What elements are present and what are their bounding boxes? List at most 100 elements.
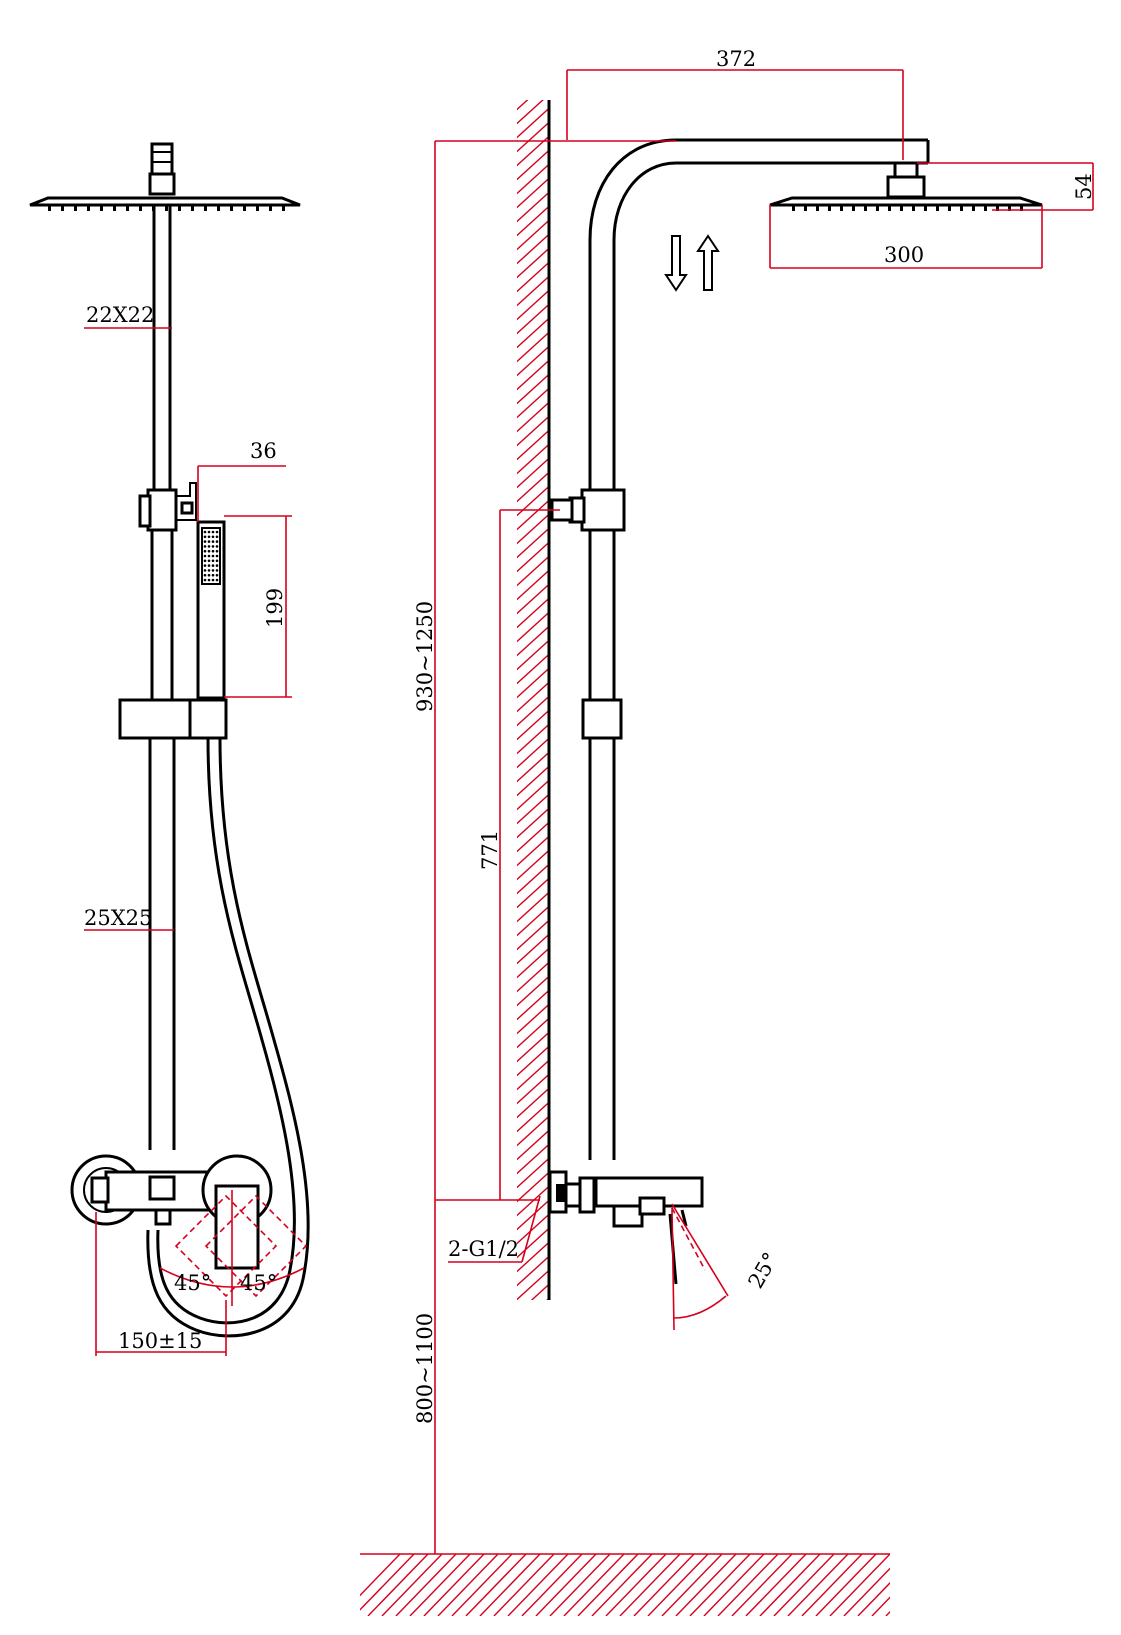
spray-dot [215,564,219,567]
floor-hatch-line [360,1554,415,1611]
spray-dot [203,535,207,539]
nozzle [1020,205,1023,211]
wall-hatch-line [512,1306,556,1346]
floor-hatch-line [605,1554,667,1616]
front-slider [118,698,228,740]
wall-hatch-line [512,1320,556,1360]
front-hand-shower [196,520,226,700]
spray-dot [207,540,211,543]
floor-hatch-line [787,1554,849,1616]
up-down-arrows-icon [664,234,720,292]
floor-hatch-line [843,1567,890,1616]
floor-hatch-line [367,1554,429,1616]
spray-dot [207,559,211,563]
floor-hatch-line [633,1554,695,1616]
nozzle [936,205,939,211]
nozzle [100,205,103,211]
spray-dot [215,535,219,539]
side-riser-pipe [588,138,930,1160]
spray-dot [211,554,215,558]
mount-height-label: 800~1100 [413,1313,437,1424]
nozzle [204,205,207,211]
floor-hatch-line [493,1554,555,1616]
arm-reach-label: 372 [716,47,756,71]
floor-hatch-line [507,1554,569,1616]
nozzle [256,205,259,211]
spray-dot [207,564,211,567]
nozzle [191,205,194,211]
head-diameter-label: 300 [884,243,924,267]
floor-hatch-line [675,1554,737,1616]
side-dimensions [434,69,1094,1554]
spray-dot [203,545,207,548]
floor-hatch-line [395,1554,457,1616]
nozzle [230,205,233,211]
spray-dot [211,535,215,539]
floor-hatch-line [801,1554,863,1616]
floor-hatch-line [900,1554,960,1616]
lever-angle-label: 25° [744,1248,783,1292]
front-hose [146,737,310,1338]
nozzle [113,205,116,211]
side-lever-rotation [671,1203,729,1331]
floor-hatch-line [661,1554,723,1616]
floor-hatch-line [409,1554,471,1616]
spray-dot [203,530,207,534]
spray-dot [215,569,219,572]
spray-dot [207,535,211,539]
floor-hatch-line [647,1554,709,1616]
nozzle [126,205,129,211]
nozzle [139,205,142,211]
floor-hatch-line [857,1581,890,1616]
spray-dot [207,530,211,534]
floor-hatch-line [591,1554,653,1616]
front-vertical-rail [148,205,176,1150]
floor-hatch-line [703,1554,765,1616]
floor-hatch-line [619,1554,681,1616]
spray-dot [203,569,207,572]
nozzle [165,205,168,211]
spray-dot [207,569,211,572]
floor-hatch-line [885,1610,890,1616]
spray-dot [203,540,207,543]
spray-dot [203,578,207,582]
inlet-connection-label: 2-G1/2 [448,1237,519,1261]
floor-hatch-line [689,1554,751,1616]
front-rain-head [29,142,301,211]
wall-hatch-line [512,60,556,100]
nozzle [972,205,975,211]
spray-dot [211,578,215,582]
angle-left-label: 45° [174,1271,211,1295]
floor-hatch-line [731,1554,793,1616]
spray-dot [207,554,211,558]
front-dimensions [84,327,292,1356]
nozzle [996,205,999,211]
spray-dot [207,573,211,577]
spray-dot [203,573,207,577]
floor-hatch-line [479,1554,541,1616]
spray-dot [215,578,219,582]
spray-dot [207,549,211,553]
wall-hatch-line [517,100,529,111]
floor-hatch-line [914,1554,974,1616]
spray-dot [215,573,219,577]
floor-hatch-line [521,1554,583,1616]
front-handle-rotation [159,1190,308,1306]
spray-dot [215,540,219,543]
floor-hatch-line [549,1554,611,1616]
spray-dot [215,549,219,553]
floor-hatch-line [773,1554,835,1616]
side-slider [581,698,623,740]
floor-hatch-line [563,1554,625,1616]
floor-hatch-line [871,1596,890,1616]
handshower-length-label: 199 [263,588,287,628]
floor-hatch-line [745,1554,807,1616]
nozzle [852,205,855,211]
nozzle [864,205,867,211]
nozzle [178,205,181,211]
wall-hatch-line [517,100,544,125]
nozzle [792,205,795,211]
floor-hatch-line [829,1554,890,1616]
side-wall-bracket [550,488,626,532]
floor-hatch-line [815,1554,877,1616]
